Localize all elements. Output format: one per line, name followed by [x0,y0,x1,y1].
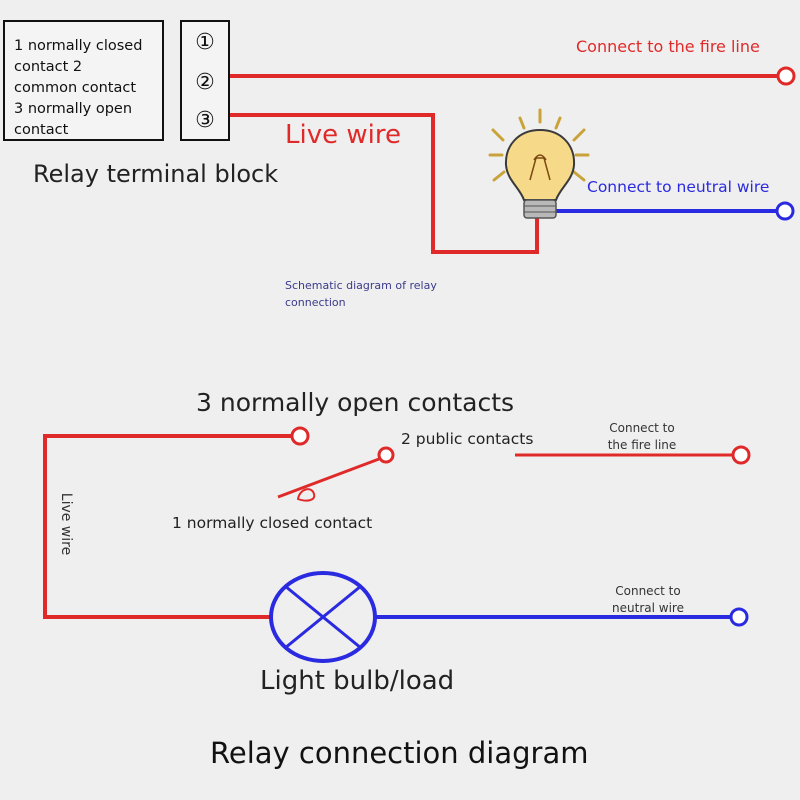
contact-description-text: 1 normally closed contact 2 common conta… [14,38,143,138]
top-fire-line-wire [230,66,796,86]
terminal-number-box [180,20,230,141]
public-contacts-label: 2 public contacts [401,430,534,448]
top-live-wire-label: Live wire [285,120,401,150]
bottom-fire-line-wire [515,445,751,465]
top-neutral-label: Connect to neutral wire [587,178,770,196]
schematic-caption: Schematic diagram of relay connection [285,279,437,309]
bottom-neutral-wire [375,607,749,627]
terminal-3-label: ③ [195,108,215,133]
bottom-fire-line-label: Connect to the fire line [607,421,677,452]
terminal-2-label: ② [195,70,215,95]
relay-terminal-block-label: Relay terminal block [33,160,279,188]
top-live-wire [230,113,539,254]
top-fire-line-label: Connect to the fire line [576,37,760,56]
contact-description-box [3,20,164,141]
lamp-symbol-icon [269,571,377,663]
top-neutral-wire [552,201,795,221]
diagram-title: Relay connection diagram [210,736,589,770]
bottom-neutral-label: Connect to neutral wire [612,584,684,615]
light-bulb-icon [488,108,590,219]
bottom-live-wire-label: Live wire [58,492,74,556]
normally-open-label: 3 normally open contacts [196,388,515,417]
terminal-1-label: ① [195,30,215,55]
bottom-live-wire [43,426,310,619]
relay-switch-arm [277,446,395,502]
load-label: Light bulb/load [260,666,455,696]
normally-closed-label: 1 normally closed contact [172,514,373,532]
